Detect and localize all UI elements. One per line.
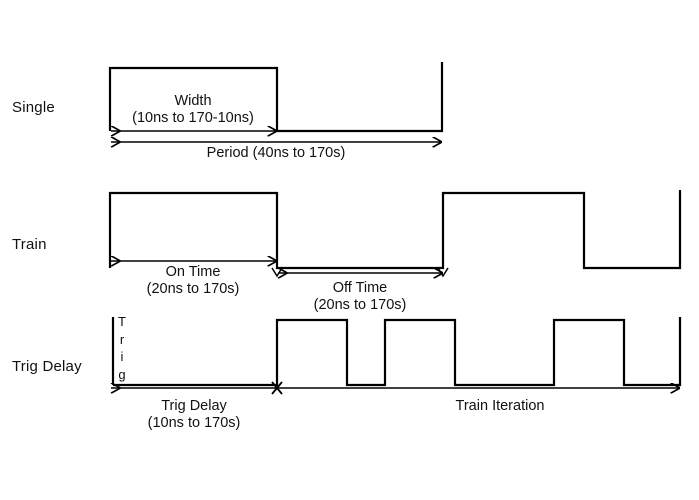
trig-letter-r: r: [119, 331, 125, 347]
annotation-width-line1: Width: [174, 93, 212, 109]
annotation-off-time-line2: (20ns to 170s): [313, 297, 407, 313]
annotation-width: Width (10ns to 170-10ns): [132, 93, 254, 127]
trig-letter-t: T: [118, 314, 126, 329]
trig-letter-i: i: [120, 349, 124, 364]
annotation-train-iteration: Train Iteration: [456, 398, 545, 415]
annotation-off-time: Off Time (20ns to 170s): [314, 280, 407, 314]
annotation-train-iteration-line1: Train Iteration: [455, 398, 545, 414]
row-label-single: Single: [12, 99, 55, 116]
annotation-on-time-line1: On Time: [165, 264, 221, 280]
annotation-off-time-line1: Off Time: [332, 280, 388, 296]
row-label-train: Train: [12, 236, 47, 253]
annotation-trig-delay-line2: (10ns to 170s): [147, 415, 241, 431]
measure-arrow-trig-delay-train-iteration: [111, 381, 679, 395]
annotation-period-line1: Period (40ns to 170s): [206, 145, 346, 161]
annotation-trig-delay: Trig Delay (10ns to 170s): [148, 398, 241, 432]
trig-delay-boundary-marker: [271, 381, 283, 395]
annotation-period: Period (40ns to 170s): [207, 145, 346, 162]
annotation-on-time-line2: (20ns to 170s): [146, 281, 240, 297]
annotation-width-line2: (10ns to 170-10ns): [132, 110, 254, 126]
annotation-on-time: On Time (20ns to 170s): [147, 264, 240, 298]
trig-letter-g: g: [118, 366, 126, 382]
waveform-train: [108, 190, 682, 270]
waveform-trig-delay: [111, 317, 682, 387]
row-label-trig-delay: Trig Delay: [12, 358, 82, 375]
measure-arrow-off-time: [271, 267, 449, 276]
trig-axis-vertical-label: T r i g: [116, 313, 128, 383]
annotation-trig-delay-line1: Trig Delay: [161, 398, 227, 414]
